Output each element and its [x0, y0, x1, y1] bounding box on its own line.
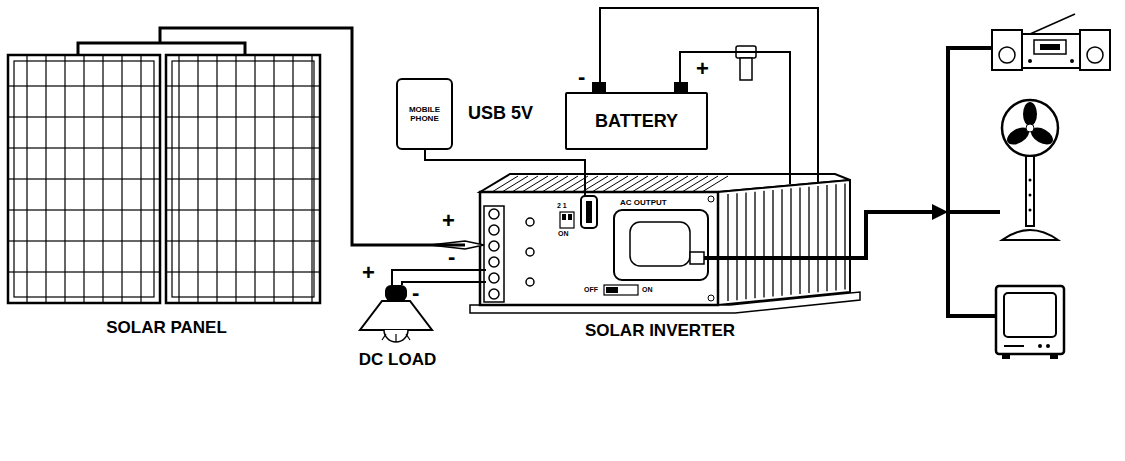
panel-marking: OFF — [584, 286, 598, 293]
indicator — [526, 278, 534, 286]
heat-fin — [790, 188, 791, 294]
edge-label: USB 5V — [468, 104, 533, 122]
heat-fin — [781, 189, 782, 296]
terminal-screw — [489, 209, 499, 219]
terminal-block — [484, 206, 504, 302]
terminal-screw — [489, 257, 499, 267]
power-switch — [604, 285, 638, 295]
dip-lever — [568, 214, 572, 220]
terminal-screw — [489, 273, 499, 283]
plug-boot — [690, 252, 704, 264]
ac-bus — [946, 46, 950, 318]
inverter-face — [480, 192, 718, 305]
ac-branch — [946, 46, 992, 50]
dc-lead — [465, 281, 486, 283]
tv-icon — [996, 286, 1064, 359]
caption: DC LOAD — [359, 350, 436, 370]
indicator — [526, 248, 534, 256]
screw — [708, 196, 714, 202]
panel-marking: ON — [558, 230, 569, 237]
dc-lead — [465, 269, 486, 271]
dip-lever — [562, 214, 566, 220]
terminal-screw — [489, 289, 499, 299]
ac-branch — [948, 210, 1000, 214]
wire — [402, 282, 465, 285]
fan-icon — [1002, 100, 1058, 240]
screw — [708, 295, 714, 301]
polarity-sign: + — [696, 58, 709, 80]
box-label: MOBILE PHONE — [400, 105, 449, 123]
panel-frame — [14, 61, 154, 297]
heat-fin — [808, 187, 809, 293]
switch-lever — [606, 287, 618, 293]
polarity-sign: - — [448, 246, 455, 268]
polarity-sign: - — [412, 282, 419, 304]
heat-fin — [727, 194, 728, 301]
clip — [740, 58, 752, 80]
panel-marking: ON — [642, 286, 653, 293]
battery-cable — [817, 165, 819, 182]
heat-fin — [826, 185, 827, 291]
usb-port — [581, 196, 597, 228]
ac-branch — [946, 314, 996, 318]
panel-frame — [172, 61, 314, 297]
heat-fin — [772, 190, 773, 297]
wire — [160, 28, 465, 245]
terminal-screw — [489, 241, 499, 251]
wire — [392, 270, 465, 285]
battery-cable — [789, 165, 791, 184]
dc-load: DC LOAD — [335, 285, 460, 370]
usb-slot — [586, 201, 592, 223]
radio-icon — [992, 14, 1110, 70]
solar-panel: SOLAR PANEL — [8, 43, 325, 338]
heat-fin — [817, 186, 818, 292]
lamp-icon — [360, 285, 432, 342]
dip-switch — [560, 212, 574, 228]
indicator — [526, 218, 534, 226]
panel-right — [166, 55, 320, 303]
polarity-sign: + — [362, 262, 375, 284]
panel-left — [8, 55, 160, 303]
box-label: BATTERY — [595, 111, 678, 132]
panel-marking: AC OUTPUT — [620, 199, 667, 207]
heat-fin — [736, 193, 737, 300]
inverter-side — [718, 180, 850, 305]
heat-fin — [702, 176, 728, 192]
panel-link-wire — [78, 43, 245, 55]
heat-fin — [754, 192, 755, 299]
ac-socket — [614, 210, 708, 280]
solar-inverter: SOLAR INVERTER — [465, 165, 855, 341]
solar-panels — [8, 43, 320, 303]
battery-box: BATTERY — [565, 92, 708, 150]
heat-fin — [835, 184, 836, 290]
heat-fin — [763, 191, 764, 298]
mobile-phone: MOBILE PHONE — [396, 78, 453, 150]
ac-cable — [704, 212, 934, 258]
panel-marking: 2 1 — [557, 202, 567, 209]
polarity-sign: - — [578, 66, 585, 88]
ac-plug — [630, 222, 690, 266]
arrow-head — [932, 204, 948, 220]
caption: SOLAR PANEL — [106, 318, 227, 338]
wire — [425, 150, 585, 165]
terminal-screw — [489, 225, 499, 235]
caption: SOLAR INVERTER — [585, 321, 735, 341]
usb-cable — [584, 165, 586, 196]
heat-fin — [799, 188, 800, 294]
polarity-sign: + — [442, 210, 455, 232]
heat-fin — [844, 183, 845, 289]
inverter-body — [470, 174, 860, 313]
heat-fin — [745, 192, 746, 299]
